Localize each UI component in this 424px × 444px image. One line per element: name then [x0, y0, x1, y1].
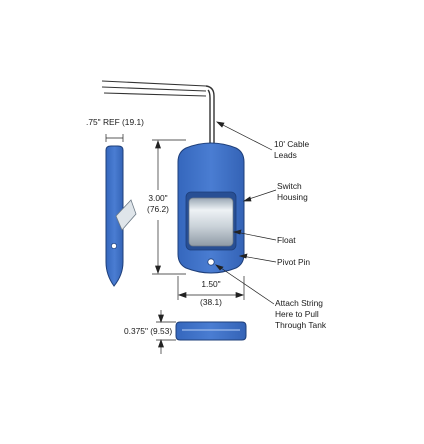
attach-label-1: Attach String	[275, 298, 323, 308]
float-label: Float	[277, 235, 296, 245]
switch-housing	[177, 142, 245, 274]
cable-label-2: Leads	[274, 150, 297, 160]
pivot-label: Pivot Pin	[277, 257, 310, 267]
leader-lines	[215, 121, 277, 305]
side-view	[105, 134, 137, 287]
attach-label-3: Through Tank	[275, 320, 327, 330]
height-in-label: 3.00"	[148, 193, 167, 203]
thickness-label: 0.375" (9.53)	[124, 326, 172, 336]
cable-label-1: 10' Cable	[274, 139, 309, 149]
dimension-lines	[152, 139, 245, 354]
bottom-view	[175, 321, 247, 341]
width-mm-label: (38.1)	[200, 297, 222, 307]
pivot-pin	[207, 258, 215, 266]
float	[188, 197, 234, 247]
cable-leads	[101, 80, 215, 146]
height-mm-label: (76.2)	[147, 204, 169, 214]
housing-label-2: Housing	[277, 192, 308, 202]
side-ref-label: .75" REF (19.1)	[86, 117, 144, 127]
width-in-label: 1.50"	[201, 279, 220, 289]
housing-label-1: Switch	[277, 181, 302, 191]
attach-label-2: Here to Pull	[275, 309, 319, 319]
